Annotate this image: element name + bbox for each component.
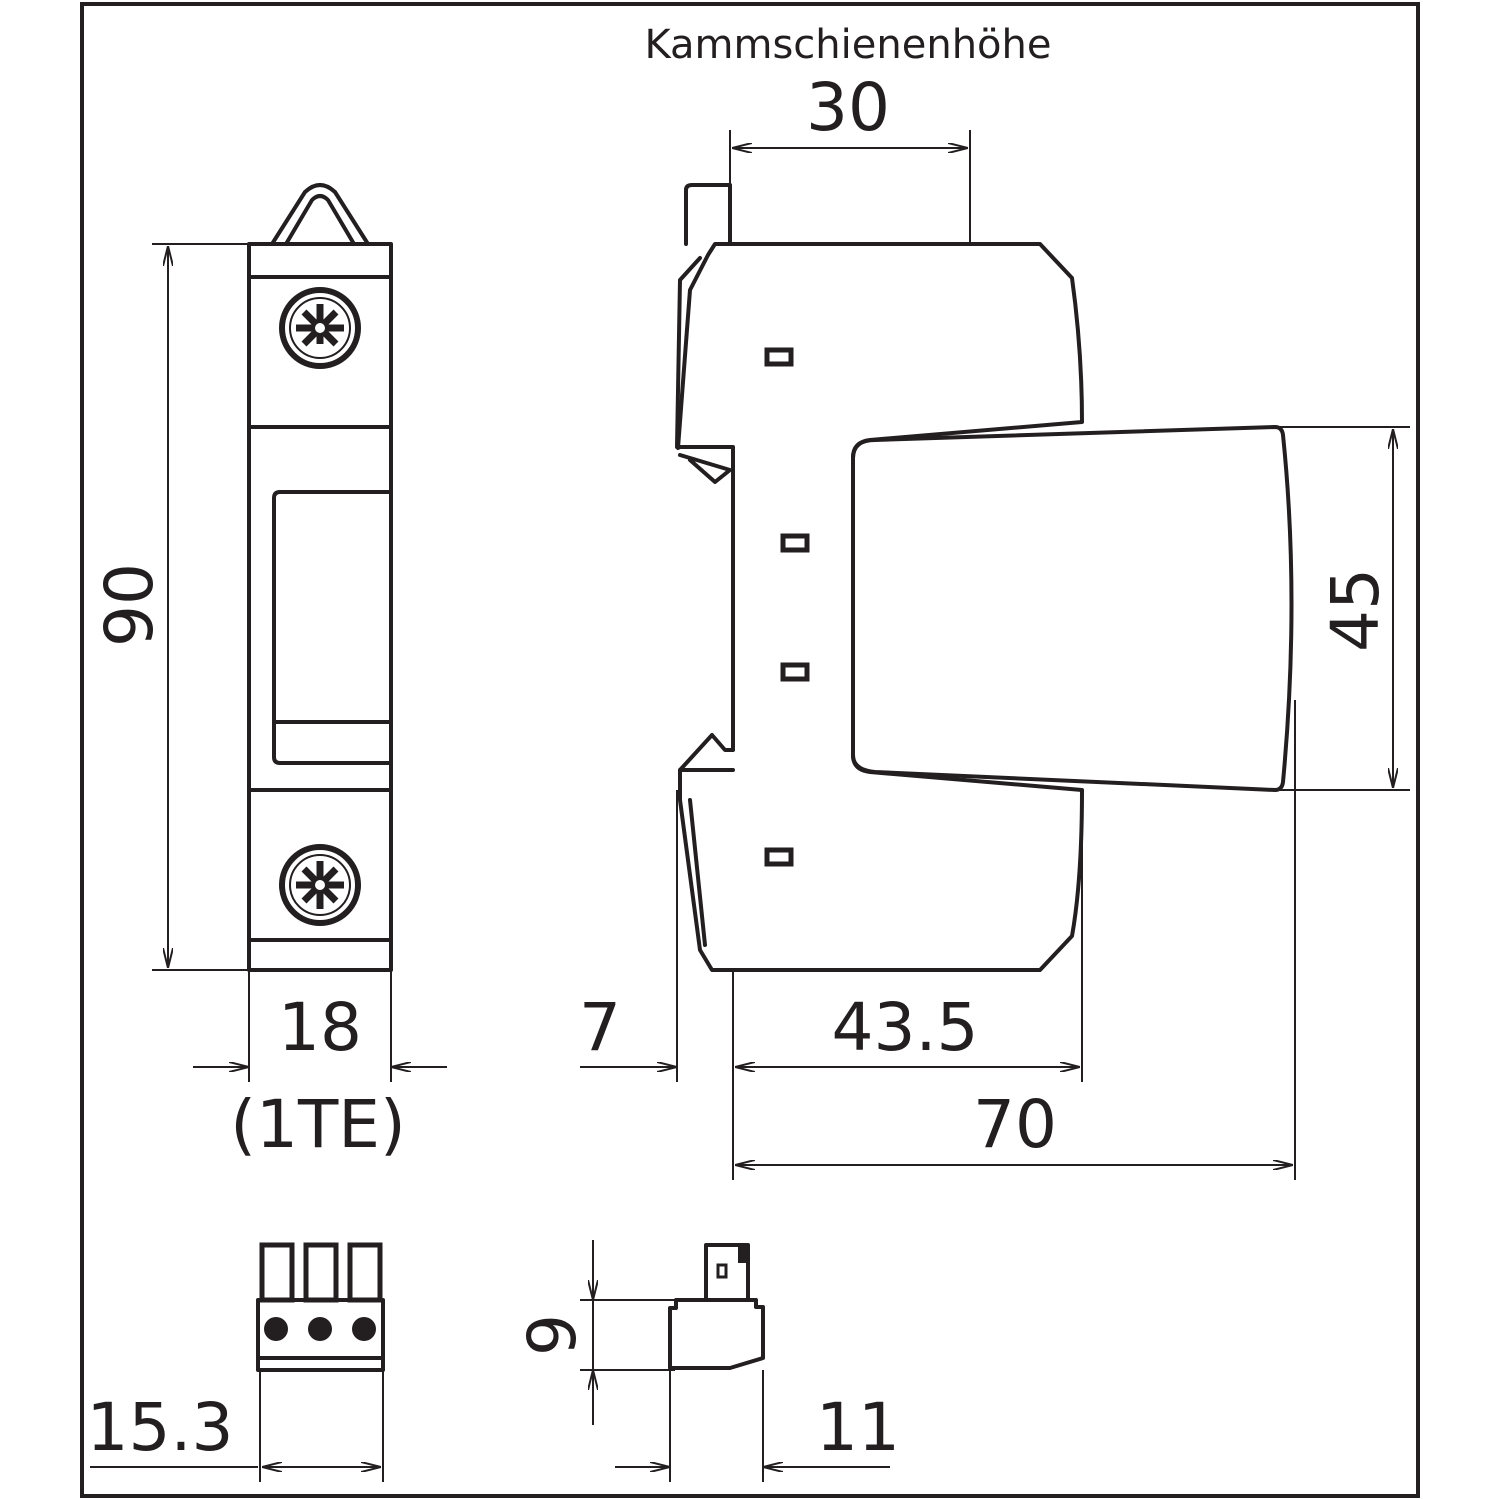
connector-width-dimension: 15.3 [87,1389,234,1466]
screw-icon [352,1317,376,1341]
indicator-4 [764,847,794,867]
indicator-3 [780,662,810,682]
front-height-dimension: 45 [1317,568,1394,652]
width-units-label: (1TE) [230,1086,406,1163]
terminal-screw-top-icon [279,287,361,369]
connector-front-view [256,1242,385,1372]
comb-height-dimension: 30 [806,69,890,146]
indicator-1 [764,347,794,367]
connector-height-dimension: 9 [514,1314,591,1356]
front-view [247,183,393,972]
connector-depth-dimension: 11 [816,1389,900,1466]
screw-icon [264,1317,288,1341]
terminal-screw-bottom-icon [279,844,361,926]
body-depth-dimension: 43.5 [832,989,979,1066]
comb-height-label: Kammschienenhöhe [645,22,1052,68]
side-view [675,183,1294,972]
total-depth-dimension: 70 [973,1086,1057,1163]
rail-offset-dimension: 7 [579,989,621,1066]
connector-side-view [668,1243,765,1370]
screw-icon [308,1317,332,1341]
indicator-2 [780,533,810,553]
height-dimension: 90 [91,563,168,647]
width-dimension: 18 [278,989,362,1066]
drawing-frame [80,2,1420,1498]
